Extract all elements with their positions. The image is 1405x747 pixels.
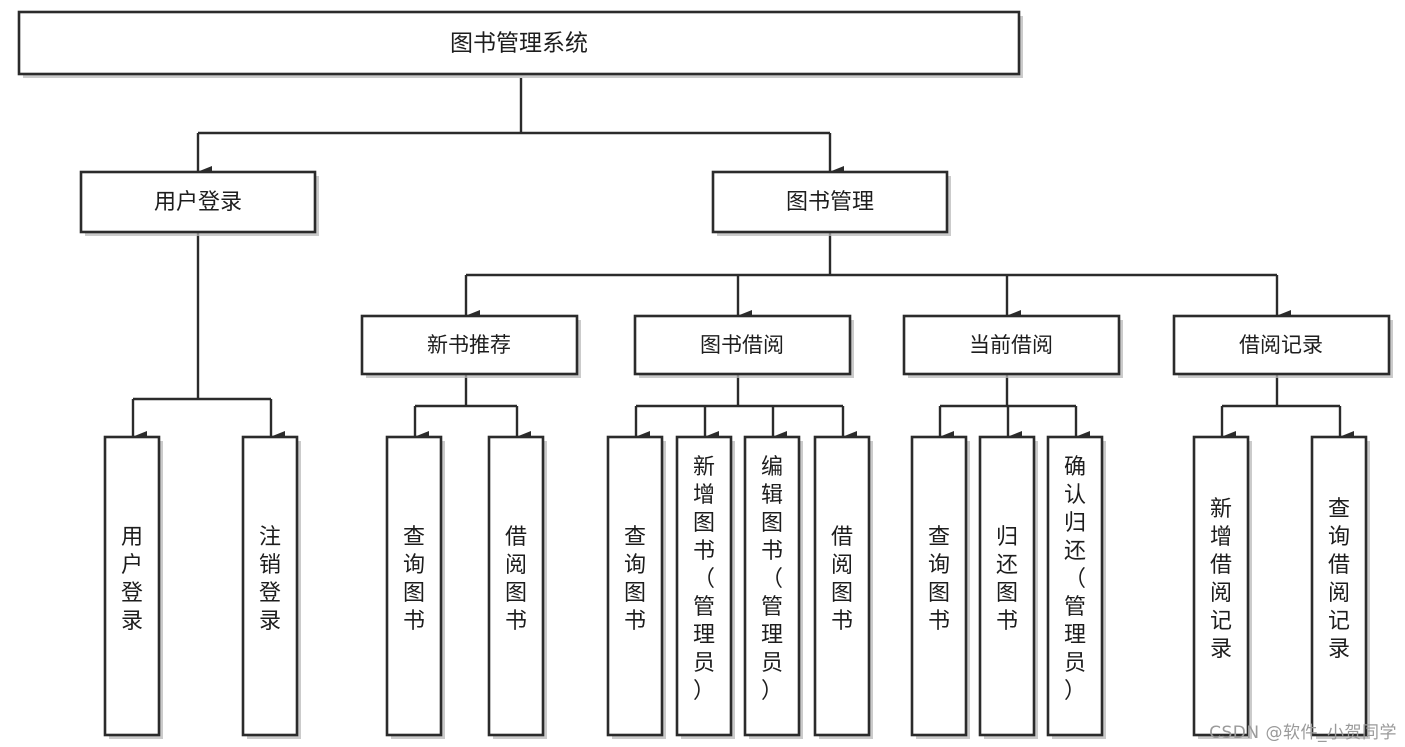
leaf-box: [487, 435, 545, 737]
book-borrow-box: [633, 314, 852, 376]
leaf-node[interactable]: 借阅图书: [487, 435, 547, 739]
root-box: [17, 10, 1021, 76]
csdn-watermark: CSDN @软件_小贺同学: [1209, 723, 1397, 743]
leaf-label: 借阅图书: [831, 525, 853, 634]
node-new-book[interactable]: 新书推荐: [360, 314, 581, 378]
leaf-layer: 用户登录 注销登录 查询图书 借阅图书 查询: [103, 435, 1370, 739]
leaf-node[interactable]: 新增借阅记录: [1192, 435, 1252, 739]
borrow-record-box: [1172, 314, 1391, 376]
leaf-node[interactable]: 确认归还（管理员）: [1046, 435, 1106, 739]
leaf-label: 查询借阅记录: [1328, 497, 1350, 662]
book-borrow-label: 图书借阅: [700, 333, 784, 357]
root-label: 图书管理系统: [450, 31, 588, 57]
borrow-record-label: 借阅记录: [1239, 333, 1323, 357]
leaf-label: 查询图书: [928, 525, 950, 634]
new-book-label: 新书推荐: [427, 333, 511, 357]
current-borrow-label: 当前借阅: [969, 333, 1053, 357]
leaf-label: 新增图书（管理员）: [693, 455, 715, 704]
leaf-node[interactable]: 查询图书: [385, 435, 445, 739]
new-book-box: [360, 314, 579, 376]
leaf-node[interactable]: 归还图书: [978, 435, 1038, 739]
leaf-node[interactable]: 查询图书: [606, 435, 666, 739]
leaf-label: 归还图书: [996, 525, 1018, 634]
leaf-label: 确认归还（管理员）: [1064, 455, 1086, 704]
book-manage-label: 图书管理: [786, 190, 874, 215]
leaf-box: [1310, 435, 1368, 737]
book-manage-box: [711, 170, 949, 234]
leaf-box: [606, 435, 664, 737]
leaf-node[interactable]: 查询图书: [910, 435, 970, 739]
leaf-box: [1192, 435, 1250, 737]
leaf-label: 查询图书: [403, 525, 425, 634]
node-current-borrow[interactable]: 当前借阅: [902, 314, 1123, 378]
leaf-node[interactable]: 编辑图书（管理员）: [743, 435, 803, 739]
leaf-label: 借阅图书: [505, 525, 527, 634]
current-borrow-box: [902, 314, 1121, 376]
leaf-node[interactable]: 注销登录: [241, 435, 301, 739]
node-book-manage[interactable]: 图书管理: [711, 170, 951, 236]
leaf-box: [241, 435, 299, 737]
leaf-label: 新增借阅记录: [1210, 497, 1232, 662]
leaf-node[interactable]: 查询借阅记录: [1310, 435, 1370, 739]
connector-layer: [131, 78, 1354, 443]
leaf-box: [385, 435, 443, 737]
leaf-node[interactable]: 用户登录: [103, 435, 163, 739]
node-user-login[interactable]: 用户登录: [79, 170, 319, 236]
leaf-label: 查询图书: [624, 525, 646, 634]
leaf-label: 编辑图书（管理员）: [761, 455, 783, 704]
node-borrow-record[interactable]: 借阅记录: [1172, 314, 1393, 378]
user-login-label: 用户登录: [154, 190, 242, 215]
leaf-box: [675, 435, 733, 737]
leaf-box: [813, 435, 871, 737]
leaf-box: [978, 435, 1036, 737]
leaf-label: 注销登录: [259, 525, 281, 634]
leaf-box: [1046, 435, 1104, 737]
node-root[interactable]: 图书管理系统: [17, 10, 1023, 78]
user-login-box: [79, 170, 317, 234]
leaf-label: 用户登录: [121, 525, 143, 634]
leaf-box: [103, 435, 161, 737]
node-book-borrow[interactable]: 图书借阅: [633, 314, 854, 378]
leaf-box: [910, 435, 968, 737]
leaf-node[interactable]: 借阅图书: [813, 435, 873, 739]
leaf-node[interactable]: 新增图书（管理员）: [675, 435, 735, 739]
leaf-box: [743, 435, 801, 737]
